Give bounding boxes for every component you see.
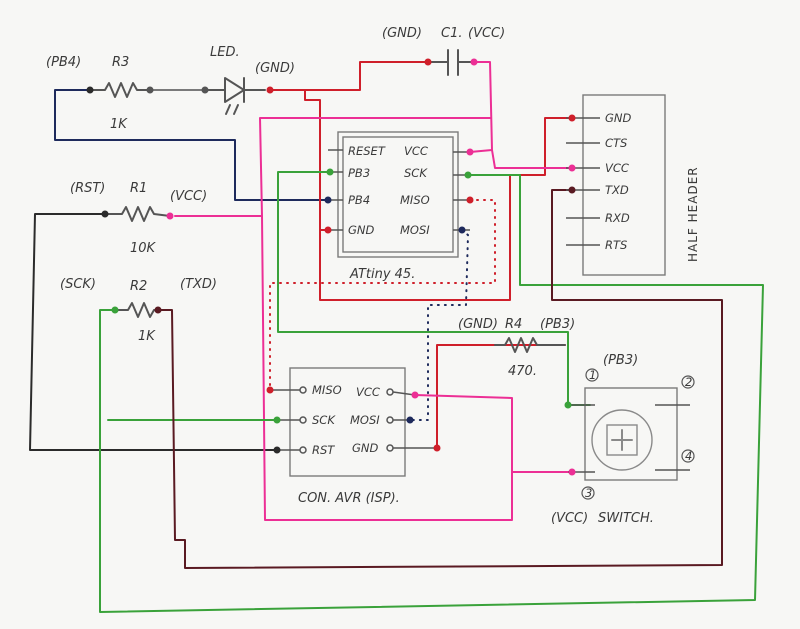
isp-pin-vcc: VCC [356, 385, 380, 399]
attiny-pin-miso: MISO [400, 193, 430, 207]
c1-pad-left [424, 58, 432, 66]
attiny-pin-pb3: PB3 [348, 166, 370, 180]
attiny-pin-reset: RESET [348, 144, 386, 158]
resistor-r2: (SCK) R2 (TXD) 1K [60, 277, 217, 344]
r2-net-right: (TXD) [180, 277, 217, 292]
r2-name: R2 [130, 279, 147, 294]
r3-net: (PB4) [46, 55, 81, 70]
wire-vcc-pink [174, 61, 573, 521]
wires-layer [29, 61, 764, 613]
c1-net-right: (VCC) [468, 26, 505, 41]
switch-button-circle [591, 409, 653, 471]
resistor-r4: (GND) R4 (PB3) 470. [458, 317, 575, 379]
switch-net-top: (PB3) [603, 353, 638, 368]
switch-button-square [606, 424, 638, 456]
capacitor-c1: (GND) C1. (VCC) [382, 26, 505, 76]
r1-value: 10K [130, 241, 157, 256]
r2-net-left: (SCK) [60, 277, 96, 292]
wire-txd-maroon [157, 189, 723, 569]
r4-net-left: (GND) [458, 317, 498, 332]
r3-pad-left [86, 86, 94, 94]
isp-pin-mosi: MOSI [350, 413, 380, 427]
switch-pin-4: 4 [685, 449, 692, 463]
wire-rst-black [29, 213, 278, 451]
half-header: GND CTS VCC TXD RXD RTS HALF HEADER [566, 94, 700, 276]
isp-pin-miso: MISO [312, 383, 342, 397]
r3-pad-right [146, 86, 154, 94]
r4-name: R4 [505, 317, 522, 332]
tactile-switch: 1 2 3 4 (PB3) (VCC) SWITCH. [551, 353, 695, 526]
attiny-pin-sck: SCK [404, 166, 428, 180]
attiny-pin-vcc: VCC [404, 144, 428, 158]
isp-connector: MISO SCK RST VCC MOSI GND CON. AVR (ISP)… [266, 367, 441, 506]
isp-pin-sck: SCK [312, 413, 336, 427]
switch-pin-1: 1 [589, 368, 596, 382]
header-pin-vcc: VCC [605, 161, 629, 175]
r1-name: R1 [130, 181, 147, 196]
header-name: HALF HEADER [686, 166, 700, 262]
attiny-name: ATtiny 45. [349, 267, 415, 282]
led-net: (GND) [255, 61, 295, 76]
wire-gnd-red [271, 61, 573, 449]
isp-pin-gnd: GND [352, 441, 379, 455]
attiny45-chip: RESET PB3 PB4 GND VCC SCK MISO MOSI ATti… [324, 131, 474, 282]
r1-net-right: (VCC) [170, 189, 207, 204]
attiny-pin-mosi: MOSI [400, 223, 430, 237]
switch-net-bottom: (VCC) [551, 511, 588, 526]
resistor-r3: R3 1K (PB4) [46, 55, 154, 132]
isp-pin-rst: RST [312, 443, 335, 457]
header-pin-cts: CTS [605, 136, 627, 150]
switch-pin-3: 3 [585, 486, 592, 500]
header-pin-rts: RTS [605, 238, 627, 252]
attiny-pin-gnd: GND [348, 223, 375, 237]
header-pin-gnd: GND [605, 111, 632, 125]
wire-mosi-dotted [409, 229, 469, 421]
led-pad-right [266, 86, 274, 94]
wire-sck-green [99, 171, 764, 613]
r1-net-left: (RST) [70, 181, 105, 196]
resistor-r1: (RST) R1 (VCC) 10K [70, 181, 207, 256]
led-name: LED. [210, 45, 240, 60]
switch-name: SWITCH. [598, 511, 654, 526]
c1-pad-right [470, 58, 478, 66]
r4-net-right: (PB3) [540, 317, 575, 332]
c1-net-left: (GND) [382, 26, 422, 41]
led: LED. (GND) [201, 45, 295, 115]
r3-value: 1K [110, 117, 128, 132]
isp-name: CON. AVR (ISP). [298, 491, 400, 506]
wire-pb4-navy [54, 89, 329, 201]
header-pin-rxd: RXD [605, 211, 630, 225]
attiny-pin-pb4: PB4 [348, 193, 370, 207]
r2-value: 1K [138, 329, 156, 344]
r3-name: R3 [112, 55, 129, 70]
switch-pin-2: 2 [685, 375, 692, 389]
c1-name: C1. [441, 26, 462, 41]
r4-value: 470. [508, 364, 537, 379]
header-pin-txd: TXD [605, 183, 629, 197]
